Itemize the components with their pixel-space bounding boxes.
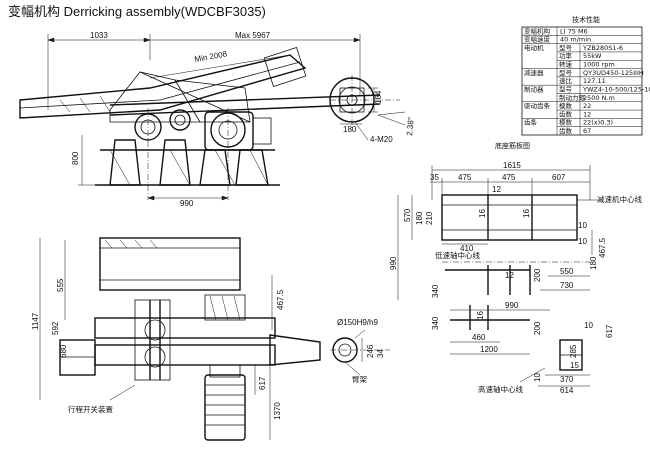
label-high-shaft: 高速轴中心线 — [478, 384, 523, 394]
dim-800: 800 — [71, 151, 80, 165]
dim-min: Min 2008 — [194, 49, 229, 64]
label-low-shaft: 低速轴中心线 — [435, 250, 480, 260]
spec-param: 功率 — [559, 51, 573, 60]
spec-value: YWZ4-10-500/125-10 — [582, 85, 650, 93]
dim-4675-top: 467.5 — [276, 289, 285, 310]
dim-990-side: 990 — [180, 199, 194, 208]
dim-340a: 340 — [431, 284, 440, 298]
spec-category: 电动机 — [524, 43, 544, 52]
dim-617-plan: 617 — [605, 324, 614, 338]
dim-184: 184 — [374, 90, 383, 104]
spec-category: 制动器 — [524, 84, 544, 93]
dim-680: 680 — [59, 344, 68, 358]
dim-246: 246 — [366, 344, 375, 358]
dim-617-top: 617 — [258, 376, 267, 390]
dim-730: 730 — [560, 281, 574, 290]
spec-value: YZB280S1-6 — [582, 44, 623, 52]
dim-550: 550 — [560, 267, 574, 276]
base-plan-heading: 底座筋板图 — [495, 141, 530, 150]
label-bracket: 臂架 — [352, 374, 367, 384]
dim-614: 614 — [560, 386, 574, 395]
dim-990b: 990 — [505, 301, 519, 310]
dim-1200: 1200 — [480, 345, 498, 354]
spec-category: 驱动齿条 — [524, 101, 551, 110]
label-reducer-center: 减速机中心线 — [597, 194, 642, 204]
dim-4675-plan: 467.5 — [598, 237, 607, 258]
dim-990-plan: 990 — [389, 256, 398, 270]
spec-param: 转速 — [559, 60, 573, 69]
spec-value: 127.11 — [583, 77, 606, 85]
spec-param: 型号 — [559, 43, 573, 52]
spec-value: 12 — [583, 110, 591, 118]
dim-592: 592 — [51, 321, 60, 335]
spec-param: 模数 — [559, 118, 573, 127]
side-view: 1033 Max 5967 Min 2008 — [19, 31, 416, 208]
label-bolt: 4-M20 — [370, 135, 393, 144]
dim-35: 35 — [430, 173, 439, 182]
dim-15: 15 — [570, 361, 579, 370]
spec-value: 2500 N.m — [583, 94, 615, 102]
dim-12a: 12 — [492, 185, 501, 194]
spec-value: QY3UD450-125IIIH — [583, 69, 644, 77]
dim-12b: 12 — [505, 271, 514, 280]
dim-180b: 180 — [589, 256, 598, 270]
base-plan: 底座筋板图 1615 35 475 475 607 12 16 16 10 减速… — [389, 141, 642, 395]
spec-value: 40 m/min — [560, 36, 591, 44]
spec-param: 制动力矩 — [559, 93, 586, 102]
dim-16a: 16 — [478, 209, 487, 218]
dim-475b: 475 — [502, 173, 516, 182]
spec-param: 齿数 — [559, 126, 573, 135]
dim-34: 34 — [376, 349, 385, 358]
dim-180-side: 180 — [343, 125, 357, 134]
dim-460: 460 — [472, 333, 486, 342]
dim-angle: 2.38° — [405, 117, 416, 136]
dim-16c: 16 — [476, 311, 485, 320]
dim-475a: 475 — [458, 173, 472, 182]
dim-1615: 1615 — [503, 161, 521, 170]
spec-value: 22(x)0.3) — [583, 119, 613, 127]
label-bore: Ø150H9/h9 — [337, 318, 378, 327]
dim-10d: 10 — [533, 373, 542, 382]
spec-value: 1000 rpm — [583, 61, 615, 69]
spec-value: 22 — [583, 102, 591, 110]
spec-category: 变幅速度 — [524, 35, 551, 44]
dim-607: 607 — [552, 173, 566, 182]
spec-param: 型号 — [559, 68, 573, 77]
dim-16b: 16 — [522, 209, 531, 218]
spec-category: 减速器 — [524, 68, 544, 77]
spec-param: 模数 — [559, 101, 573, 110]
dim-285: 285 — [569, 344, 578, 358]
drawing-title: 变幅机构 Derricking assembly(WDCBF3035) — [8, 4, 266, 19]
dim-200a: 200 — [533, 268, 542, 282]
dim-1370: 1370 — [273, 402, 282, 420]
spec-param: 速比 — [559, 76, 573, 85]
dim-10a: 10 — [578, 221, 587, 230]
spec-heading: 技术性能 — [572, 15, 600, 24]
spec-value: LI 75 M6 — [560, 27, 588, 35]
spec-value: 55kW — [583, 52, 602, 60]
dim-10c: 10 — [584, 321, 593, 330]
dim-10b: 10 — [578, 237, 587, 246]
dim-200b: 200 — [533, 321, 542, 335]
dim-210: 210 — [425, 211, 434, 225]
dim-max: Max 5967 — [235, 31, 271, 40]
dim-410: 410 — [460, 244, 474, 253]
dim-1147: 1147 — [31, 312, 40, 330]
dim-570: 570 — [403, 208, 412, 222]
spec-param: 齿数 — [559, 109, 573, 118]
dim-340b: 340 — [431, 316, 440, 330]
dim-370: 370 — [560, 375, 574, 384]
top-view: 1147 555 592 680 Ø150H9/h9 246 34 臂架 — [31, 237, 390, 441]
spec-param: 型号 — [559, 84, 573, 93]
label-limit-switch: 行程开关装置 — [68, 404, 113, 414]
spec-category: 变幅机构 — [524, 26, 551, 35]
dim-555: 555 — [56, 278, 65, 292]
spec-category: 齿条 — [524, 118, 538, 127]
dim-1033: 1033 — [90, 31, 108, 40]
spec-value: 67 — [583, 127, 591, 135]
dim-180-plan: 180 — [415, 211, 424, 225]
